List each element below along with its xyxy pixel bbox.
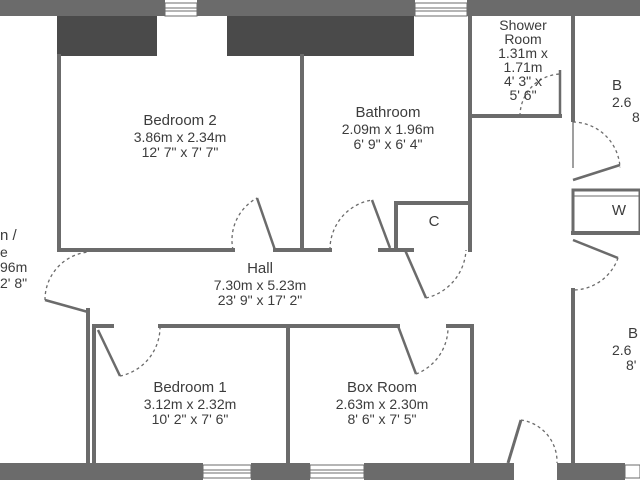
- room-name: Bedroom 2: [143, 112, 217, 129]
- left-room-label: n / e 96m 2' 8": [0, 227, 42, 292]
- room-name: n /: [0, 227, 17, 244]
- dark-blocks: [57, 16, 414, 56]
- windows: [164, 2, 640, 479]
- bathroom-label: Bathroom 2.09m x 1.96m 6' 9" x 6' 4": [318, 104, 458, 153]
- room-metric: 96m: [0, 259, 28, 276]
- room-imperial: 8: [632, 109, 640, 126]
- room-metric: 3.86m x 2.34m: [133, 128, 227, 145]
- room-metric: 2.6: [612, 341, 632, 358]
- room-imperial: 8': [626, 357, 637, 374]
- room-name: Bathroom: [355, 104, 421, 121]
- room-metric: 2.63m x 2.30m: [335, 395, 429, 412]
- bedroom-1-label: Bedroom 1 3.12m x 2.32m 10' 2" x 7' 6": [115, 379, 265, 428]
- room-name-2: Room: [504, 31, 542, 47]
- room-metric: 2.6: [612, 93, 632, 110]
- room-name: B: [628, 326, 639, 342]
- room-metric: 2.09m x 1.96m: [341, 120, 435, 137]
- room-metric: 7.30m x 5.23m: [213, 276, 307, 293]
- interior-walls: [57, 14, 640, 465]
- room-imperial: 2' 8": [0, 275, 28, 292]
- room-imperial: 23' 9" x 17' 2": [217, 292, 303, 309]
- room-name: Hall: [247, 260, 273, 277]
- room-metric-2: 1.71m: [503, 59, 543, 75]
- hall-label: Hall 7.30m x 5.23m 23' 9" x 17' 2": [190, 260, 330, 309]
- room-name-2: e: [0, 243, 8, 260]
- room-name: W: [611, 202, 627, 219]
- room-metric: 1.31m x: [498, 45, 548, 61]
- cupboard-c-label: C: [420, 213, 448, 231]
- room-imperial-2: 5' 6": [509, 87, 537, 103]
- bedroom-2-label: Bedroom 2 3.86m x 2.34m 12' 7" x 7' 7": [110, 112, 250, 161]
- room-imperial: 10' 2" x 7' 6": [151, 411, 229, 428]
- cupboard-w: [571, 188, 640, 235]
- box-room-label: Box Room 2.63m x 2.30m 8' 6" x 7' 5": [312, 379, 452, 428]
- room-imperial: 6' 9" x 6' 4": [353, 136, 423, 153]
- room-name: B: [612, 78, 623, 94]
- room-imperial: 4' 3" x: [504, 73, 542, 89]
- shower-room-label: Shower Room 1.31m x 1.71m 4' 3" x 5' 6": [478, 18, 568, 102]
- room-metric: 3.12m x 2.32m: [143, 395, 237, 412]
- cupboard-w-label: W: [604, 202, 634, 220]
- room-name: Bedroom 1: [153, 379, 227, 396]
- doors: [44, 70, 621, 464]
- room-imperial: 8' 6" x 7' 5": [347, 411, 417, 428]
- room-name: Box Room: [346, 379, 418, 396]
- right-bottom-room-label: B 2.6 8': [612, 326, 640, 374]
- room-name: Shower: [499, 17, 547, 33]
- room-imperial: 12' 7" x 7' 7": [141, 144, 219, 161]
- room-name: C: [428, 213, 440, 230]
- right-top-room-label: B 2.6 8: [612, 78, 640, 126]
